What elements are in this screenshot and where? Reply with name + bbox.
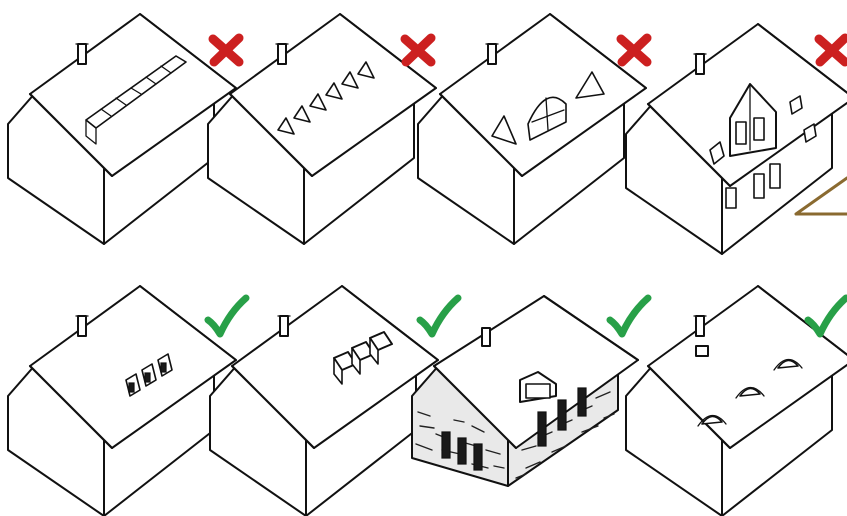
green-check-icon xyxy=(610,298,648,334)
house-stone-single-dormer xyxy=(412,296,638,486)
house-mixed-dormers xyxy=(418,14,646,244)
green-check-icon xyxy=(420,298,458,334)
correct-examples-row xyxy=(8,286,847,516)
house-triangular-dormers xyxy=(208,14,436,244)
red-cross-icon xyxy=(213,38,239,62)
red-cross-icon xyxy=(819,38,845,62)
red-cross-icon xyxy=(621,38,647,62)
red-cross-icon xyxy=(405,38,431,62)
house-box-dormers xyxy=(210,286,438,516)
house-flush-skylights xyxy=(8,286,236,516)
incorrect-examples-row xyxy=(8,14,847,254)
house-ribbon-window xyxy=(8,14,236,244)
house-oversized-gable-dormer xyxy=(626,24,847,254)
green-check-icon xyxy=(208,298,246,334)
green-check-icon xyxy=(808,298,846,334)
